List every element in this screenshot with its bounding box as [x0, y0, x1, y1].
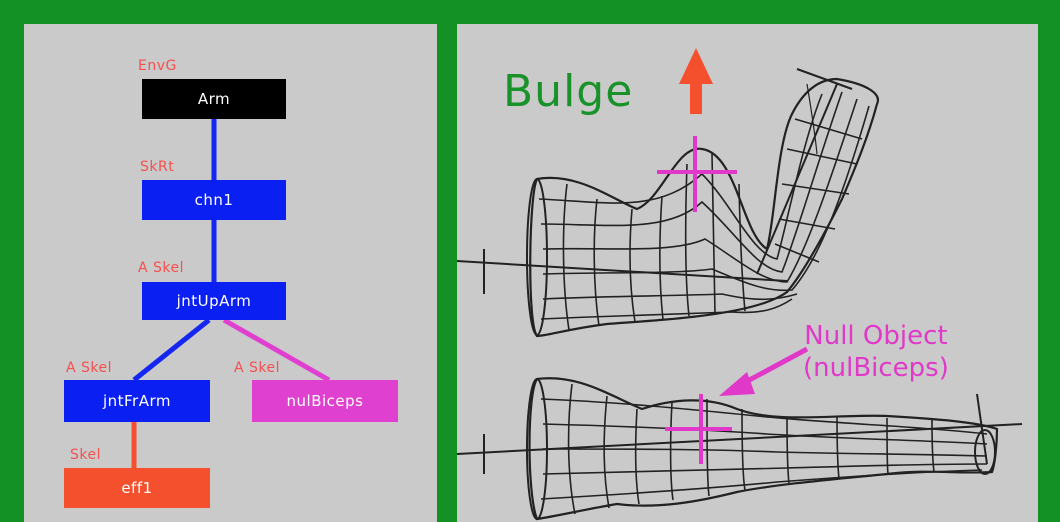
- bulge-title: Bulge: [503, 66, 634, 117]
- wireframe-panel: Bulge: [457, 24, 1038, 522]
- node-label: jntUpArm: [176, 292, 252, 310]
- bent-arm-wireframe: [457, 68, 880, 338]
- straight-arm-wireframe: [457, 377, 1023, 521]
- node-type-label: Skel: [70, 447, 101, 463]
- node-type-label: A Skel: [66, 360, 113, 376]
- node-label: nulBiceps: [286, 392, 364, 410]
- node-jntuparm: jntUpArm: [142, 282, 286, 320]
- node-nulbiceps: nulBiceps: [252, 380, 398, 422]
- connector-jntuparm-nulbiceps: [222, 317, 331, 383]
- up-arrow-icon: [679, 48, 713, 114]
- pointer-arrow-icon: [719, 346, 809, 396]
- node-type-label: EnvG: [138, 58, 177, 74]
- node-type-label: A Skel: [138, 260, 185, 276]
- hierarchy-panel: EnvG Arm SkRt chn1 A Skel jntUpArm A Ske…: [24, 24, 437, 522]
- node-arm: Arm: [142, 79, 286, 119]
- node-jntfrarm: jntFrArm: [64, 380, 210, 422]
- wireframe-illustration: [457, 48, 1023, 521]
- node-label: eff1: [121, 479, 153, 497]
- node-eff1: eff1: [64, 468, 210, 508]
- bulge-marker-icon: [657, 136, 737, 212]
- hierarchy-connectors: [131, 119, 331, 468]
- null-object-label: Null Object (nulBiceps): [803, 320, 949, 384]
- node-label: Arm: [197, 90, 231, 108]
- null-object-label-line1: Null Object: [804, 321, 948, 351]
- node-label: chn1: [194, 191, 234, 209]
- node-label: jntFrArm: [102, 392, 172, 410]
- node-type-label: SkRt: [140, 159, 175, 175]
- node-type-label: A Skel: [234, 360, 281, 376]
- connector-jntuparm-jntfrarm: [132, 318, 211, 382]
- node-chn1: chn1: [142, 180, 286, 220]
- null-object-marker-icon: [665, 394, 732, 464]
- null-object-label-line2: (nulBiceps): [803, 353, 949, 383]
